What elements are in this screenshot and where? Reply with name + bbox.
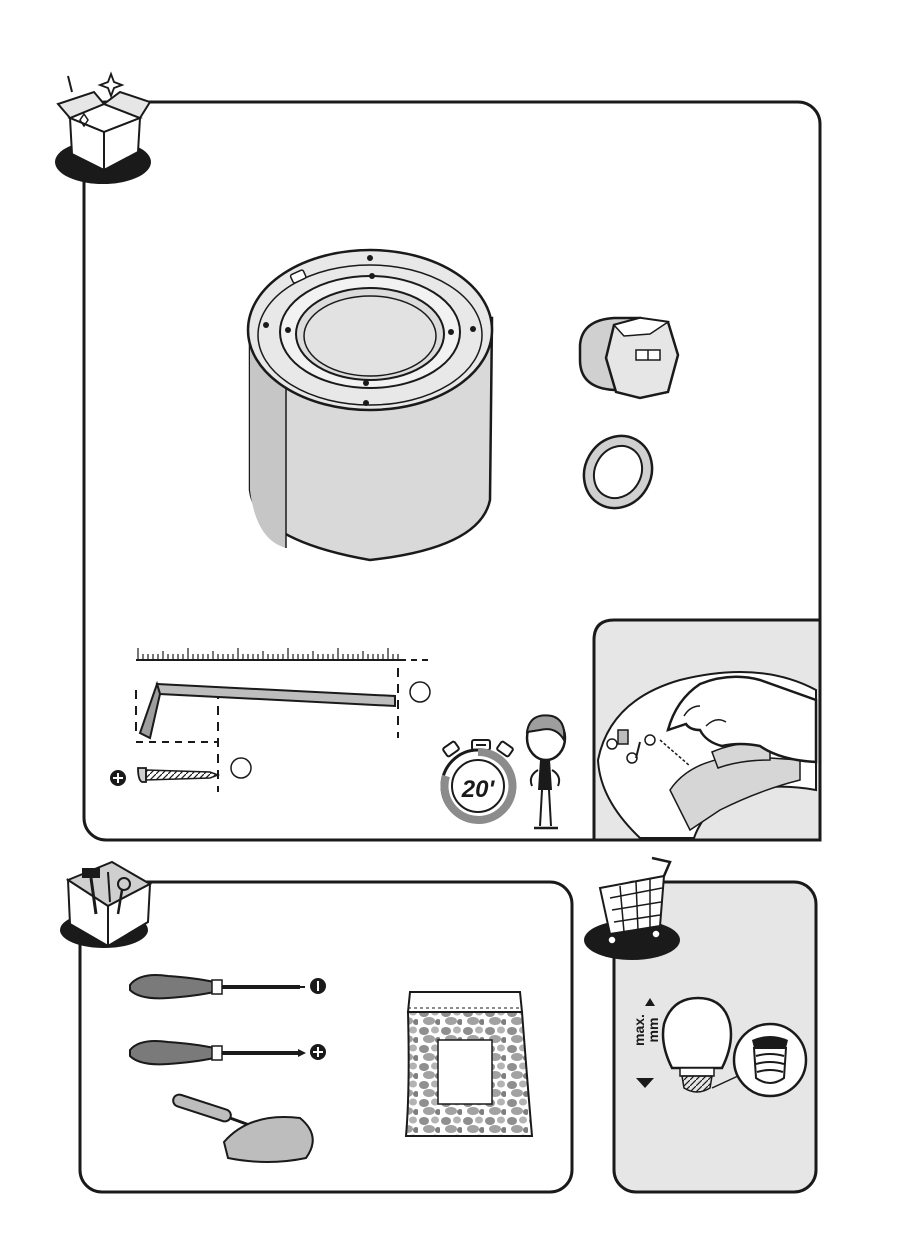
stopwatch-icon: 20' <box>442 740 514 822</box>
phillips-screw-symbol <box>110 770 126 786</box>
gravel-bag <box>406 992 532 1136</box>
to-buy-panel: max. mm <box>584 858 816 1192</box>
mm-unit-label: mm <box>645 1018 661 1043</box>
quantity-bubble-screw <box>231 758 251 778</box>
quantity-bubble-key <box>410 682 430 702</box>
flathead-screw-symbol <box>310 978 326 994</box>
timer-minutes-label: 20' <box>461 776 496 803</box>
cylinder-housing <box>248 250 492 560</box>
bulb-base-detail <box>734 1024 806 1096</box>
toolbox-icon <box>60 862 150 948</box>
box-contents-panel: 20' <box>55 74 820 840</box>
phillips-screw-symbol <box>310 1044 326 1060</box>
tools-panel <box>60 862 572 1192</box>
hex-fitting-part <box>580 318 678 398</box>
unboxing-icon <box>55 74 151 184</box>
screw-sorting-inset <box>594 620 820 840</box>
